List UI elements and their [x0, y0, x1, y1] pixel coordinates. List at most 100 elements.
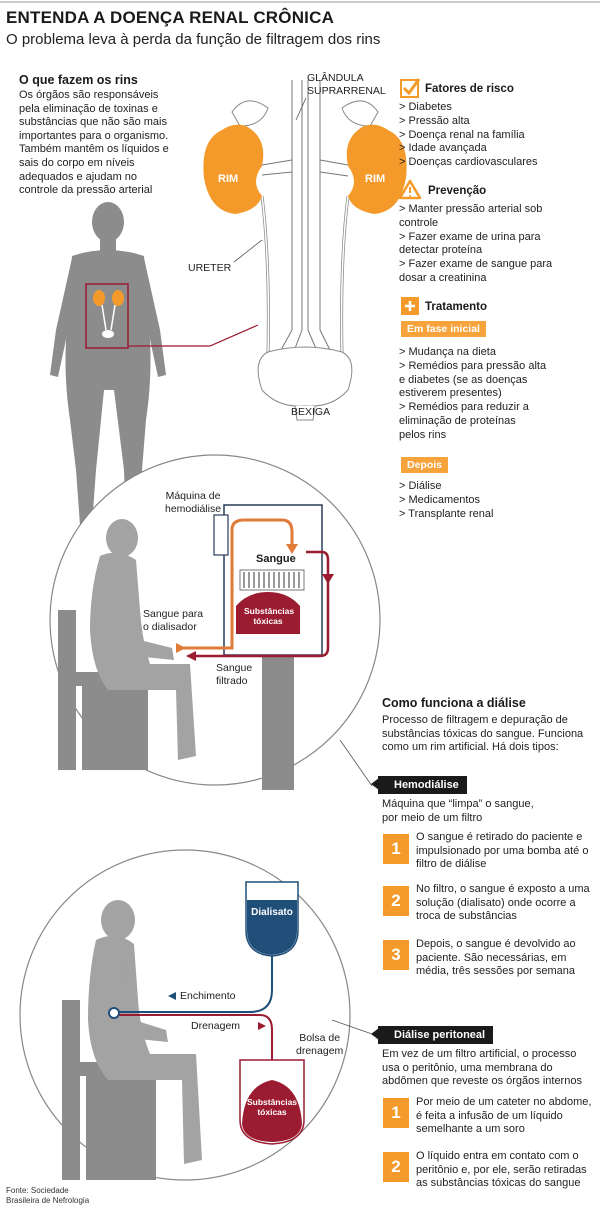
risk-factors-heading: Fatores de risco	[425, 83, 514, 95]
list-item: > Manter pressão arterial sob	[399, 203, 543, 215]
kidneys-line: Os órgãos são responsáveis	[19, 89, 159, 101]
filling-label: Enchimento	[180, 990, 236, 1002]
dialysis-line: Processo de filtragem e depuração de	[382, 714, 568, 726]
step-line: as substâncias tóxicas do sangue	[416, 1177, 581, 1190]
seated-person-2	[88, 900, 202, 1164]
dialysis-text: Processo de filtragem e depuração de sub…	[382, 714, 583, 755]
peritoneal-desc-line: usa o peritônio, uma membrana do	[382, 1061, 553, 1074]
list-item: > Mudança na dieta	[399, 346, 496, 358]
gland-label-line: GLÂNDULA	[307, 72, 364, 84]
list-item: > Diabetes	[399, 101, 452, 113]
drainage-bag-label: Bolsa de drenagem	[296, 1032, 343, 1058]
kidneys-heading: O que fazem os rins	[19, 73, 138, 87]
hemodialysis-desc-line: Máquina que “limpa” o sangue,	[382, 798, 534, 810]
ureter-leader	[233, 239, 263, 263]
dialysis-line: como um rim artificial. Há dois tipos:	[382, 741, 559, 754]
hemodialysis-desc: Máquina que “limpa” o sangue, por meio d…	[382, 798, 534, 825]
ureter-label: URETER	[188, 262, 232, 274]
list-item: dosar a creatinina	[399, 271, 487, 284]
gland-label: GLÂNDULA SUPRARRENAL	[307, 72, 386, 98]
treatment-heading: Tratamento	[425, 301, 487, 313]
kidneys-line: pela eliminação de toxinas e	[19, 102, 158, 115]
circle-leader-1	[339, 739, 373, 787]
gland-label-line: SUPRARRENAL	[307, 85, 386, 97]
list-item: detectar proteína	[399, 244, 483, 257]
step-line: filtro de diálise	[416, 858, 487, 871]
step-number-badge: 3	[383, 940, 409, 970]
filling-line	[118, 989, 273, 1013]
page-title: ENTENDA A DOENÇA RENAL CRÔNICA	[6, 8, 335, 27]
zoom-box	[85, 283, 129, 349]
machine-label-line: Máquina de	[165, 490, 221, 502]
step-line: semelhante a um soro	[416, 1123, 525, 1136]
source-line: Fonte: Sociedade	[6, 1186, 69, 1195]
drainage-label: Drenagem	[191, 1020, 241, 1032]
kidneys-line: adequados e ajudam no	[19, 170, 138, 183]
bladder-label: BEXIGA	[291, 406, 331, 418]
seated-person-1	[90, 519, 196, 760]
step-line: troca de substâncias	[416, 910, 517, 923]
step-number-badge: 2	[383, 886, 409, 916]
kidneys-line: Também mantêm os líquidos e	[19, 143, 169, 156]
drainage-bag-line: drenagem	[296, 1045, 344, 1057]
step-line: peritônio e, por ele, serão retiradas	[416, 1163, 587, 1176]
filtered-blood-label: Sangue filtrado	[216, 662, 252, 688]
peritoneal-desc-line: abdômen que reveste os órgãos internos	[382, 1075, 582, 1088]
list-item: estiverem presentes)	[399, 387, 502, 400]
source-note: Fonte: Sociedade Brasileira de Nefrologi…	[6, 1186, 89, 1206]
blood-label: Sangue	[256, 553, 296, 565]
toxins-line: Substâncias	[246, 1097, 298, 1107]
early-phase-list: > Mudança na dieta > Remédios para press…	[399, 346, 546, 443]
drainage-bag	[239, 1059, 305, 1145]
prevention-list: > Manter pressão arterial sob controle >…	[399, 203, 552, 286]
peritoneal-tag: Diálise peritoneal	[378, 1026, 494, 1044]
toxins-line: Substâncias	[244, 606, 295, 616]
hemodialysis-machine	[213, 504, 323, 790]
list-item: pelos rins	[399, 428, 447, 441]
step-line: Por meio de um cateter no abdome,	[416, 1096, 592, 1108]
hemo-step-1-text: O sangue é retirado do paciente e impuls…	[416, 831, 588, 872]
peritoneal-desc-line: Em vez de um filtro artificial, o proces…	[382, 1048, 577, 1060]
return-arrow-2	[186, 651, 196, 661]
machine-label: Máquina de hemodiálise	[165, 490, 221, 516]
chair-2	[62, 1000, 160, 1180]
risk-factors-list: > Diabetes > Pressão alta > Doença renal…	[399, 101, 538, 170]
page-subtitle: O problema leva à perda da função de fil…	[6, 31, 381, 48]
kidneys-line: substâncias que não são mais	[19, 116, 167, 129]
step-line: é feita a infusão de um líquido	[416, 1109, 563, 1122]
blood-to-dialyzer-label: Sangue para o dialisador	[143, 608, 203, 634]
later-phase-list: > Diálise > Medicamentos > Transplante r…	[399, 480, 493, 521]
zoom-connector	[128, 324, 259, 347]
step-line: O líquido entra em contato com o	[416, 1150, 579, 1162]
kidneys-line: sais do corpo em níveis	[19, 156, 135, 169]
step-line: No filtro, o sangue é exposto a uma	[416, 883, 590, 895]
toxins-label-1: Substâncias tóxicas	[244, 606, 295, 626]
dialysate-bag	[245, 881, 299, 990]
list-item: > Medicamentos	[399, 493, 481, 506]
catheter-port	[108, 1007, 120, 1019]
hemo-step-2-text: No filtro, o sangue é exposto a uma solu…	[416, 883, 590, 924]
prevention-heading: Prevenção	[428, 185, 487, 197]
mini-kidneys	[93, 290, 124, 338]
step-line: média, três sessões por semana	[416, 965, 575, 978]
list-item: > Idade avançada	[399, 142, 487, 155]
peritoneal-desc: Em vez de um filtro artificial, o proces…	[382, 1048, 582, 1089]
later-phase-tag: Depois	[401, 457, 449, 473]
hemo-step-3-text: Depois, o sangue é devolvido ao paciente…	[416, 938, 576, 979]
urinary-system-illustration	[231, 80, 379, 421]
filling-arrow	[168, 992, 176, 1000]
out-arrow-start	[176, 643, 186, 653]
checkmark-icon	[400, 78, 421, 98]
blood-return-tube	[190, 550, 330, 658]
step-line: Depois, o sangue é devolvido ao	[416, 938, 576, 950]
source-line: Brasileira de Nefrologia	[6, 1196, 90, 1205]
dialysate-label: Dialisato	[251, 907, 293, 918]
list-item: > Diálise	[399, 480, 442, 492]
drainage-bag-line: Bolsa de	[299, 1032, 341, 1044]
hemodialysis-desc-line: por meio de um filtro	[382, 811, 483, 824]
list-item: > Remédios para reduzir a	[399, 401, 529, 414]
blood-out-arrow	[286, 544, 298, 554]
step-line: solução (dialisato) onde ocorre a	[416, 896, 576, 909]
blood-to-dialyzer-line: Sangue para	[143, 608, 204, 620]
